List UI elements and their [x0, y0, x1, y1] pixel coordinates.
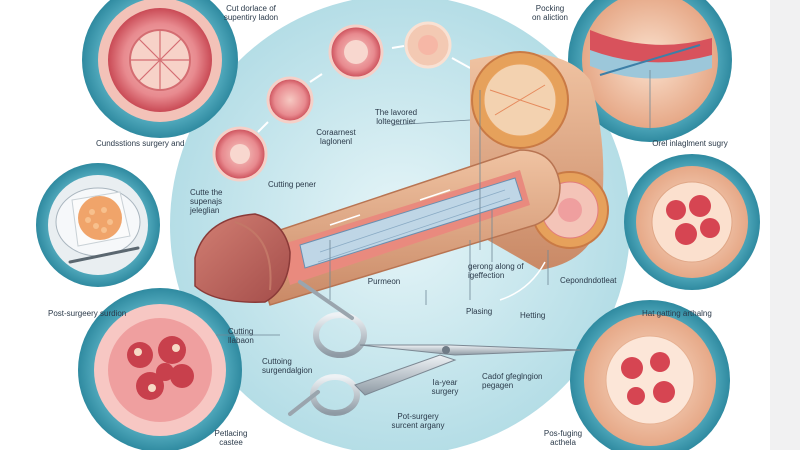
- label-mid-left: Cundsstions surgery and: [96, 139, 185, 148]
- inset-mid-right: [624, 154, 760, 290]
- sequence-circles: [212, 21, 471, 182]
- label-top-left: Cut dorlace of supentiry ladon: [223, 4, 279, 23]
- label-plasing: Plasing: [466, 307, 493, 316]
- leader-lines: [216, 70, 651, 336]
- inset-top-left: [82, 0, 238, 138]
- label-cuttoing: Cuttoing surgendalgion: [262, 357, 313, 376]
- label-hetting: Hetting: [520, 311, 546, 320]
- label-mid-right: Orel inlaglment sugry: [652, 139, 728, 148]
- label-cutting-llabaon: Cutting llabaon: [228, 327, 254, 346]
- label-gerong: gerong along of igeffection: [468, 262, 524, 281]
- label-lavored: The lavored loltegernier: [374, 108, 418, 127]
- label-bottom-right: Pos-fuging acthela: [543, 429, 583, 448]
- label-bottom-left: Petlacing castee: [214, 429, 248, 448]
- label-cadof: Cadof gfeglngion pegagen: [482, 372, 543, 391]
- label-right-hat: Hat gatting arthalng: [642, 309, 712, 318]
- label-cepondndotleat: Cepondndotleat: [560, 276, 617, 285]
- label-cutte-the: Cutte the supenajs jeleglian: [190, 188, 223, 216]
- label-coraarnest: Coraarnest laglonenl: [316, 128, 356, 147]
- label-purmeon: Purmeon: [367, 277, 401, 286]
- label-left-post: Post-surgeery surdion: [48, 309, 127, 318]
- inset-mid-left: [36, 163, 160, 287]
- label-ia-year: Ia-year surgery: [431, 378, 459, 397]
- surgical-scissors-icon: [288, 280, 581, 416]
- label-post-surgery-arg: Pot-surgery surcent argany: [391, 412, 445, 431]
- inset-bottom-left: [78, 288, 242, 450]
- anatomy-main: [194, 51, 609, 306]
- process-arrows: [329, 189, 546, 301]
- label-top-right: Pocking on aliction: [531, 4, 569, 23]
- right-frame: [770, 0, 800, 450]
- label-cutting-pener: Cutting pener: [268, 180, 317, 189]
- inset-bottom-right: [570, 300, 730, 450]
